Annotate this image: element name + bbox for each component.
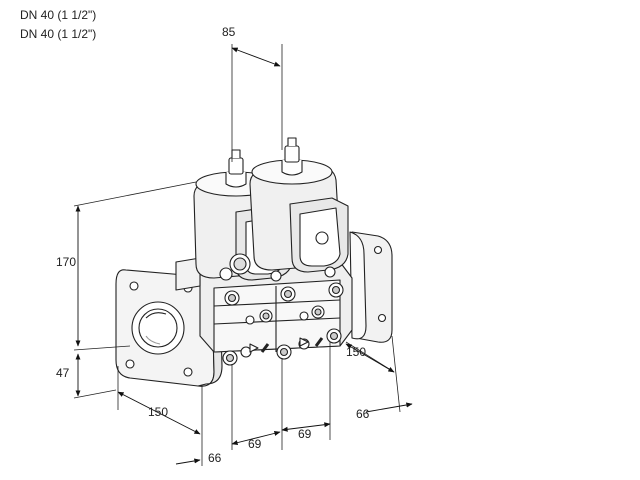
dim-label-pitch-2: 69 bbox=[298, 427, 312, 441]
dimension-labels: 85 170 47 150 150 66 66 69 69 bbox=[56, 25, 370, 465]
flow-arrow-marker-2 bbox=[299, 337, 309, 347]
dim-label-flange-height: 47 bbox=[56, 366, 70, 380]
valve-drawing bbox=[115, 137, 393, 387]
dim-label-top-width: 85 bbox=[222, 25, 236, 39]
actuator-right bbox=[249, 137, 349, 273]
title-line-2: DN 40 (1 1/2") bbox=[20, 27, 97, 41]
dimension-lines bbox=[75, 47, 413, 465]
dim-label-length-left: 150 bbox=[148, 405, 168, 419]
dim-label-width-right: 66 bbox=[356, 407, 370, 421]
slash-marker-1 bbox=[260, 343, 270, 353]
dim-label-width-bottom: 66 bbox=[208, 451, 222, 465]
body-bolts bbox=[219, 266, 344, 366]
title-line-1: DN 40 (1 1/2") bbox=[20, 8, 97, 22]
dim-label-pitch-1: 69 bbox=[248, 437, 262, 451]
flow-arrow-marker-1 bbox=[249, 343, 259, 353]
dim-label-height: 170 bbox=[56, 255, 76, 269]
right-flange bbox=[349, 231, 393, 343]
dim-label-length-right: 150 bbox=[346, 345, 366, 359]
slash-marker-2 bbox=[314, 337, 324, 347]
